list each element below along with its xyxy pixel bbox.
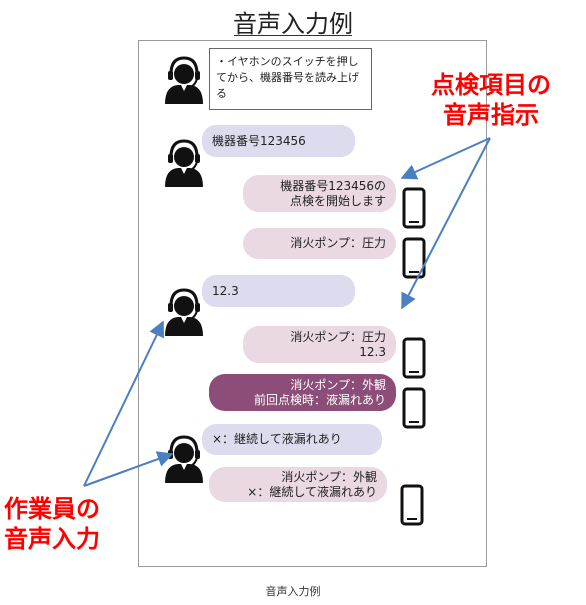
system-bubble-exterior-confirm: 消火ポンプ：外観 ×：継続して液漏れあり	[209, 467, 387, 502]
system-bubble-exterior-previous: 消火ポンプ：外観 前回点検時：液漏れあり	[209, 374, 396, 411]
arrow-instruction-1	[400, 137, 491, 180]
system-bubble-start: 機器番号123456の 点検を開始します	[243, 175, 396, 212]
arrow-input-2	[83, 451, 174, 487]
arrow-instruction-2	[401, 137, 491, 310]
system-bubble-pressure-confirm: 消火ポンプ：圧力 12.3	[243, 326, 396, 363]
headset-operator-icon	[163, 435, 205, 485]
callout-worker-voice-input-line: 作業員の 音声入力	[4, 495, 100, 553]
system-bubble-pressure: 消火ポンプ：圧力	[243, 228, 396, 259]
headset-operator-icon	[163, 56, 205, 106]
operator-bubble-device-number: 機器番号123456	[202, 125, 355, 157]
intro-note: ・イヤホンのスイッチを押してから、機器番号を読み上げる	[209, 48, 372, 110]
callout-worker-voice-input: 作業員の 音声入力	[4, 494, 144, 554]
callout-voice-instructions-line: 点検項目の 音声指示	[431, 71, 551, 129]
smartphone-icon	[402, 337, 426, 379]
smartphone-icon	[402, 187, 426, 229]
headset-operator-icon	[163, 139, 205, 189]
page-title: 音声入力例	[233, 10, 353, 38]
operator-bubble-value: 12.3	[202, 275, 355, 307]
callout-voice-instructions: 点検項目の 音声指示	[396, 70, 586, 130]
operator-bubble-leak: ×：継続して液漏れあり	[202, 424, 382, 455]
dialog-frame	[138, 40, 487, 567]
smartphone-icon	[402, 387, 426, 429]
headset-operator-icon	[163, 288, 205, 338]
title-underline	[234, 35, 352, 36]
smartphone-icon	[400, 484, 424, 526]
figure-caption: 音声入力例	[265, 585, 321, 598]
arrow-input-1	[83, 320, 164, 487]
